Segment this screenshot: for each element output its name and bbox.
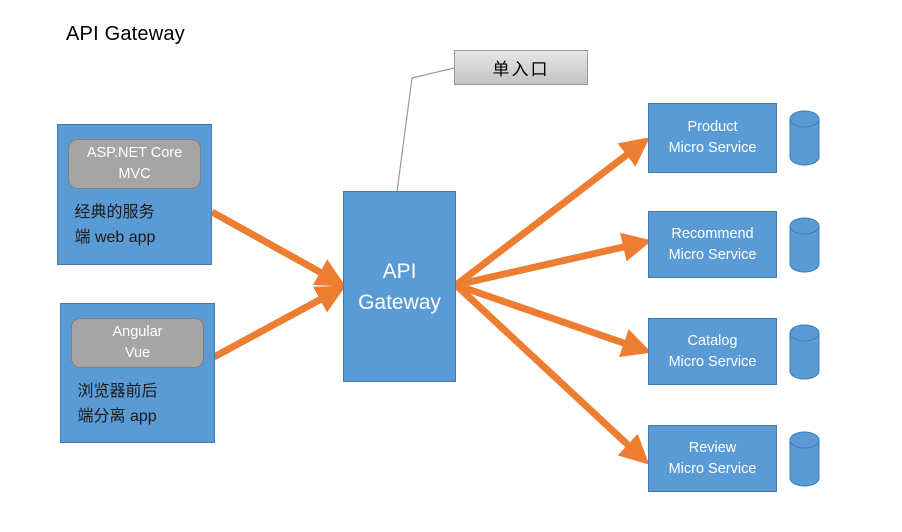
client-desc-line1: 浏览器前后 bbox=[77, 383, 158, 400]
gateway-label-line1: API bbox=[382, 259, 417, 283]
client-node-spa[interactable]: Angular Vue 浏览器前后 端分离 app bbox=[60, 303, 215, 443]
service-node-review[interactable]: Review Micro Service bbox=[648, 425, 777, 492]
service-kind: Micro Service bbox=[668, 460, 757, 477]
api-gateway-node[interactable]: API Gateway bbox=[343, 191, 456, 382]
service-name: Product bbox=[687, 119, 738, 135]
arrow-gateway-to-recommend bbox=[455, 232, 652, 289]
client-desc-line2: 端 web app bbox=[74, 229, 156, 246]
tech-chip-aspnet-mvc: ASP.NET Core MVC bbox=[68, 139, 201, 189]
service-node-recommend[interactable]: Recommend Micro Service bbox=[648, 211, 777, 278]
service-kind: Micro Service bbox=[668, 140, 757, 156]
tech-chip-line2: MVC bbox=[118, 166, 151, 182]
service-name: Catalog bbox=[687, 332, 738, 349]
client-desc-line2: 端分离 app bbox=[77, 408, 157, 425]
client-desc-line1: 经典的服务 bbox=[74, 204, 155, 221]
client-node-aspnet-mvc[interactable]: ASP.NET Core MVC 经典的服务 端 web app bbox=[57, 124, 212, 265]
tech-chip-line1: ASP.NET Core bbox=[86, 145, 183, 161]
callout-label: 单入口 bbox=[492, 60, 550, 79]
page-title: API Gateway bbox=[66, 23, 185, 45]
arrow-gateway-to-product bbox=[453, 137, 650, 288]
database-icon-recommend bbox=[789, 217, 820, 273]
service-kind: Micro Service bbox=[668, 353, 757, 370]
service-kind: Micro Service bbox=[668, 246, 757, 263]
callout-connector-line bbox=[396, 67, 455, 193]
arrow-spa-to-gateway bbox=[212, 285, 346, 361]
arrow-gateway-to-catalog bbox=[454, 281, 652, 357]
gateway-label-line2: Gateway bbox=[358, 290, 441, 314]
callout-single-entry[interactable]: 单入口 bbox=[454, 50, 588, 85]
tech-chip-line1: Angular bbox=[112, 324, 163, 340]
service-node-catalog[interactable]: Catalog Micro Service bbox=[648, 318, 777, 385]
client-description-aspnet-mvc: 经典的服务 端 web app bbox=[71, 200, 199, 250]
service-name: Review bbox=[688, 439, 737, 456]
tech-chip-spa: Angular Vue bbox=[71, 318, 204, 368]
service-node-product[interactable]: Product Micro Service bbox=[648, 103, 777, 173]
database-icon-product bbox=[789, 110, 820, 166]
service-name: Recommend bbox=[671, 225, 754, 242]
arrow-gateway-to-review bbox=[453, 282, 650, 465]
database-icon-review bbox=[789, 431, 820, 487]
tech-chip-line2: Vue bbox=[124, 345, 151, 361]
database-icon-catalog bbox=[789, 324, 820, 380]
client-description-spa: 浏览器前后 端分离 app bbox=[74, 379, 202, 429]
arrow-mvc-to-gateway bbox=[210, 208, 346, 287]
